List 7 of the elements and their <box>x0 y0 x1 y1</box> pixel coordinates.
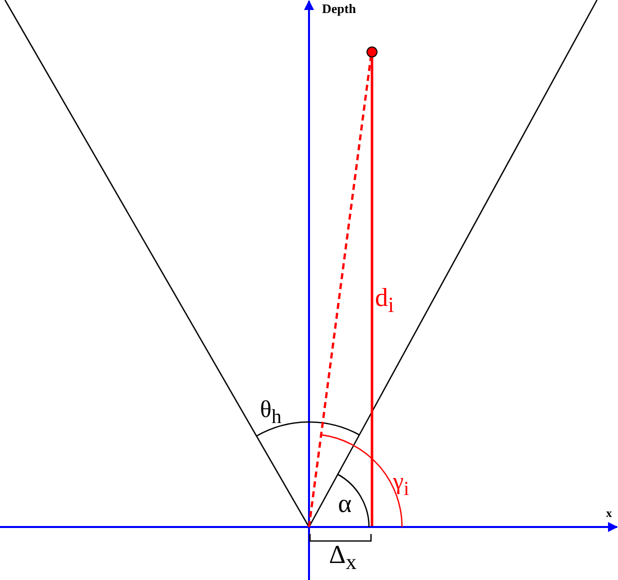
angle-label: θ$_{h}$ <box>260 398 282 427</box>
axis-label: Depth <box>322 2 356 15</box>
distance-label: d$_{i}$ <box>375 285 394 317</box>
dimension-label: Δ$_{x}$ <box>329 542 357 574</box>
angle-label: α <box>338 491 352 517</box>
angle-label: γ$_{i}$ <box>393 470 410 499</box>
axis-label: x <box>606 507 612 519</box>
